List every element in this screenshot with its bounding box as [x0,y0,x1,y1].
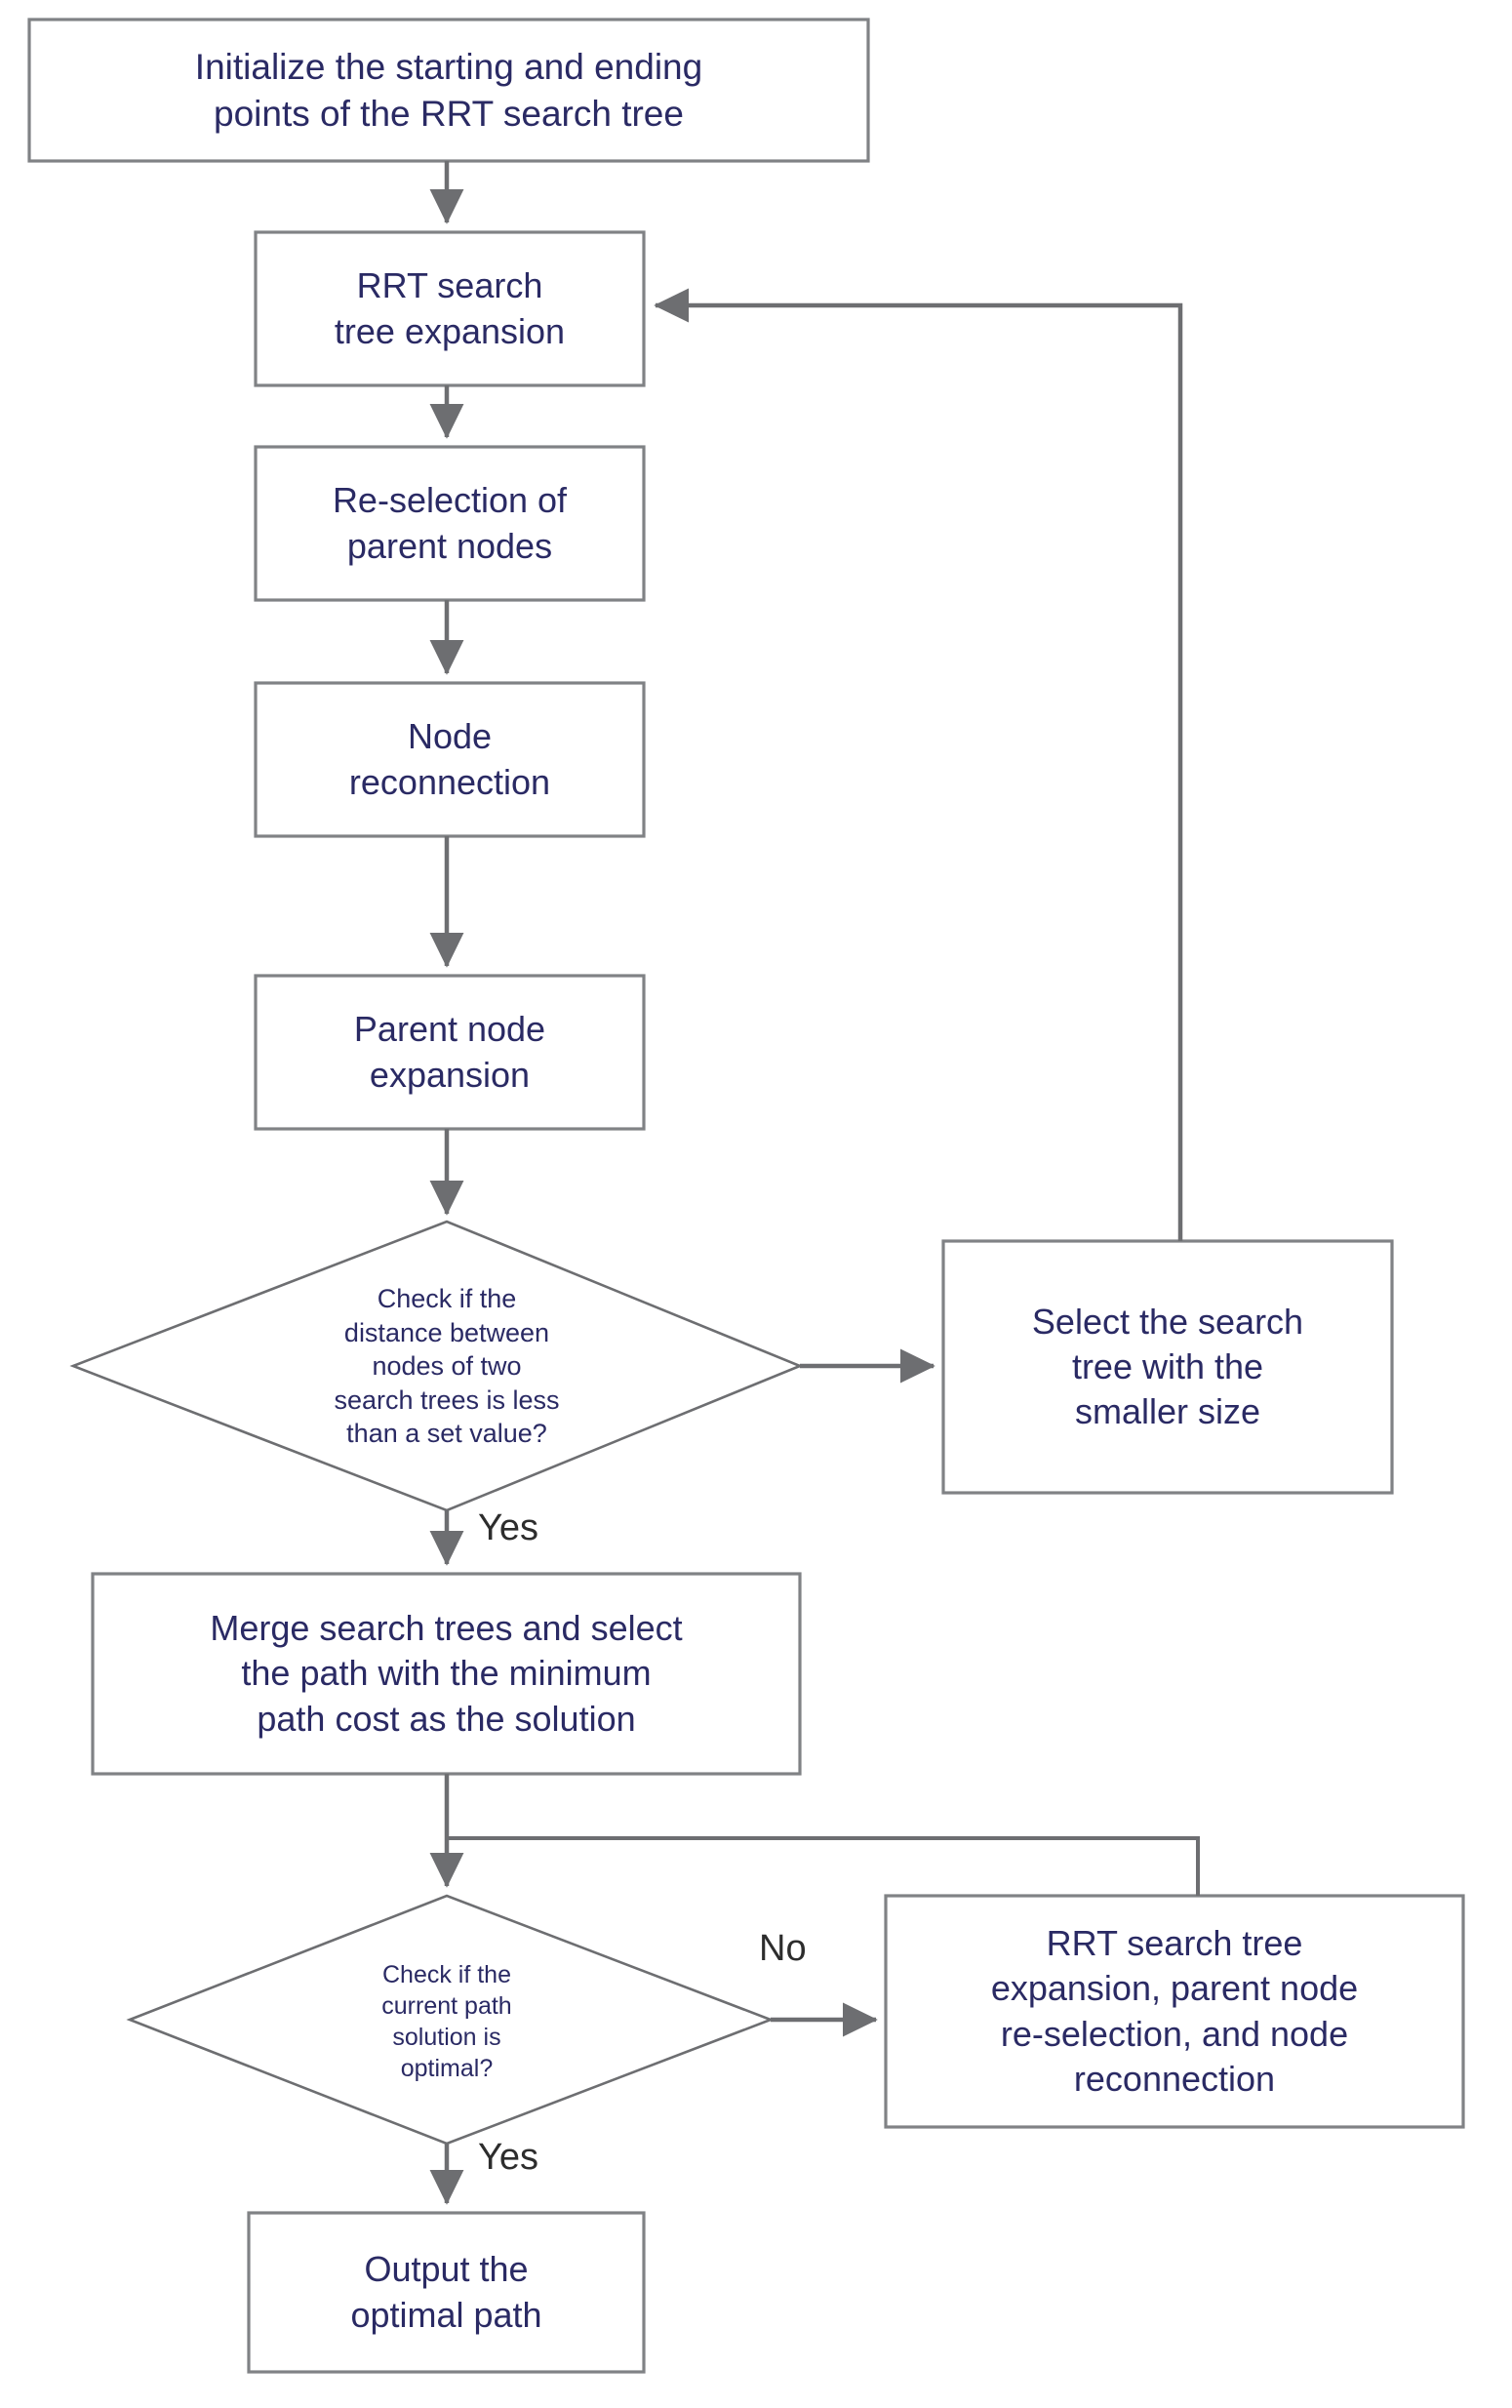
node-shape-select-smaller [941,1239,1394,1495]
node-shape-check-distance [69,1220,804,1512]
node-shape-reconnect [254,681,646,838]
node-shape-merge [91,1572,802,1776]
node-shape-expand [254,230,646,387]
node-shape-init [27,18,870,163]
node-shape-check-optimal [126,1894,775,2146]
node-shape-parent-expand [254,974,646,1131]
edge-reexpand-to-merge [447,1836,1200,1896]
node-shape-reexpand [884,1894,1465,2129]
node-shape-reselect [254,445,646,602]
edge-select-smaller-to-expand [654,288,1183,1241]
node-shape-output [247,2211,646,2374]
